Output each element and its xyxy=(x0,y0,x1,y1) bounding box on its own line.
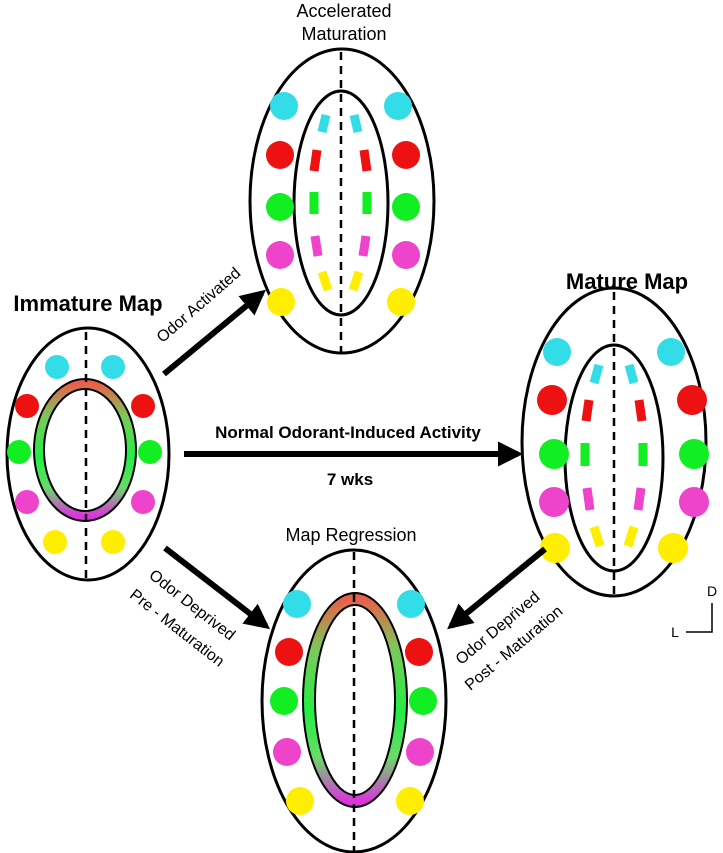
mature-map: Mature Map xyxy=(520,269,709,598)
map-regression: Map Regression xyxy=(260,525,448,853)
accelerated-dashed-segments xyxy=(309,113,372,292)
glomerulus-yellow xyxy=(267,288,295,316)
glomerulus-yellow xyxy=(101,530,125,554)
glomerulus-cyan xyxy=(45,355,69,379)
glomerulus-green xyxy=(679,439,709,469)
glomerulus-cyan xyxy=(657,338,685,366)
glomerulus-yellow xyxy=(43,530,67,554)
dorsal-label: D xyxy=(707,583,717,599)
immature-map-title: Immature Map xyxy=(13,291,162,316)
glomerulus-green xyxy=(270,687,298,715)
glomerulus-magenta xyxy=(273,738,301,766)
arrow-odor-activated: Odor Activated xyxy=(154,265,266,377)
glomerulus-magenta xyxy=(266,241,294,269)
accelerated-map-title-line2: Maturation xyxy=(301,24,386,44)
normal-activity-label: Normal Odorant-Induced Activity xyxy=(215,423,481,442)
glomerulus-magenta xyxy=(15,490,39,514)
duration-label: 7 wks xyxy=(327,470,373,489)
glomerulus-green xyxy=(138,440,162,464)
glomerulus-cyan xyxy=(270,92,298,120)
glomerulus-green xyxy=(539,439,569,469)
accelerated-outer-ellipse xyxy=(248,47,436,355)
glomerulus-red xyxy=(392,141,420,169)
glomerulus-red xyxy=(131,394,155,418)
glomerulus-green xyxy=(392,193,420,221)
regression-map-title: Map Regression xyxy=(285,525,416,545)
glomerulus-red xyxy=(537,385,567,415)
immature-map: Immature Map xyxy=(5,291,171,582)
glomerulus-yellow xyxy=(387,288,415,316)
glomerulus-yellow xyxy=(658,533,688,563)
glomerulus-magenta xyxy=(539,487,569,517)
glomerulus-yellow xyxy=(396,787,424,815)
glomerulus-magenta xyxy=(131,490,155,514)
accelerated-inner-ellipse xyxy=(292,89,390,317)
glomerulus-cyan xyxy=(384,92,412,120)
odor-activated-label: Odor Activated xyxy=(154,265,244,347)
immature-outer-ellipse xyxy=(5,326,171,582)
glomerulus-red xyxy=(266,141,294,169)
glomerulus-cyan xyxy=(543,338,571,366)
arrow-odor-deprived-post: Odor Deprived Post - Maturation xyxy=(447,546,566,694)
glomerulus-magenta xyxy=(679,487,709,517)
accelerated-map-title-line1: Accelerated xyxy=(296,1,391,21)
glomerulus-red xyxy=(275,638,303,666)
glomerulus-yellow xyxy=(286,787,314,815)
orientation-indicator: D L xyxy=(671,583,717,640)
glomerulus-red xyxy=(677,385,707,415)
glomerulus-green xyxy=(7,440,31,464)
lateral-label: L xyxy=(671,624,679,640)
glomerulus-magenta xyxy=(406,738,434,766)
accelerated-maturation-map: Accelerated Maturation xyxy=(248,1,436,355)
glomerulus-red xyxy=(405,638,433,666)
glomerulus-red xyxy=(15,394,39,418)
mature-dashed-segments xyxy=(580,363,648,548)
glomerulus-cyan xyxy=(101,355,125,379)
glomerulus-magenta xyxy=(392,241,420,269)
glomerulus-yellow xyxy=(540,533,570,563)
glomerulus-cyan xyxy=(283,590,311,618)
arrow-normal-activity: Normal Odorant-Induced Activity 7 wks xyxy=(184,423,524,489)
glomerulus-green xyxy=(266,193,294,221)
arrow-odor-deprived-pre: Odor Deprived Pre - Maturation xyxy=(126,545,270,670)
glomerulus-cyan xyxy=(397,590,425,618)
glomerulus-green xyxy=(409,687,437,715)
